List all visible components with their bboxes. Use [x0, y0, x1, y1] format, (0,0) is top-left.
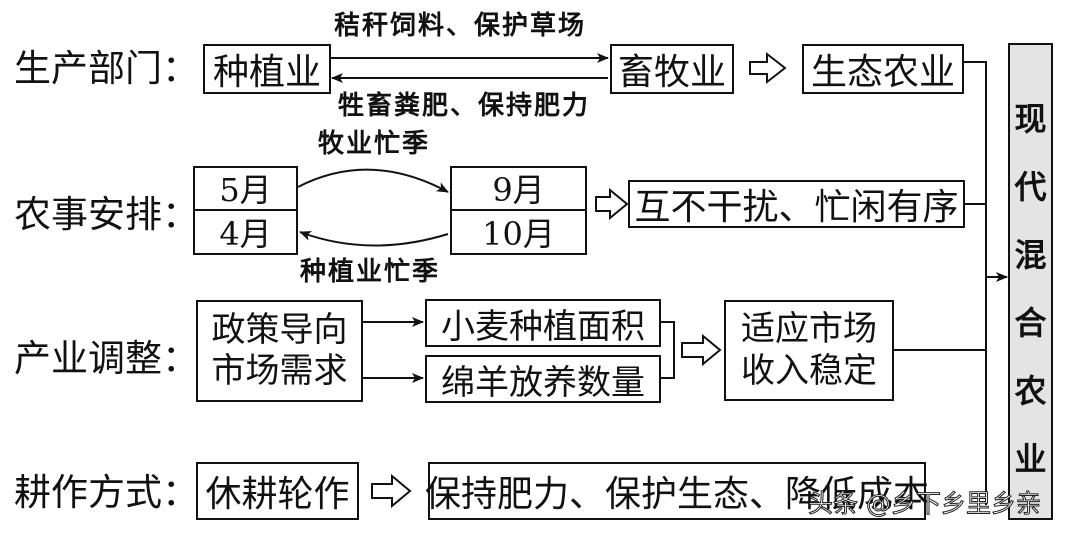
node-eco-agriculture: 生态农业	[802, 44, 964, 94]
node-no-interference: 互不干扰、忙闲有序	[628, 180, 965, 228]
arrow-oct-to-april	[299, 231, 449, 247]
node-modern-mixed-agriculture: 现 代 混 合 农 业	[1008, 43, 1053, 520]
row-label-schedule: 农事安排：	[14, 193, 199, 236]
final-char: 合	[1014, 303, 1047, 342]
node-market-fit: 适应市场 收入稳定	[724, 300, 894, 401]
node-sheep-count: 绵羊放养数量	[425, 355, 661, 403]
row-label-farming-method: 耕作方式：	[14, 471, 199, 514]
node-benefits: 保持肥力、保护生态、降低成本	[425, 462, 929, 520]
final-char: 混	[1014, 235, 1047, 274]
final-char: 业	[1014, 439, 1047, 478]
month-september: 9月	[452, 168, 585, 211]
final-char: 农	[1014, 371, 1047, 410]
edge-label-manure: 牲畜粪肥、保持肥力	[338, 91, 591, 121]
node-fallow-rotation: 休耕轮作	[196, 462, 359, 520]
arrow-may-to-sept	[297, 168, 449, 193]
watermark: 头条 @乡下乡里乡亲	[808, 489, 1042, 519]
result-stable-income: 收入稳定	[741, 350, 877, 391]
node-drivers: 政策导向 市场需求	[196, 300, 363, 402]
driver-market-demand: 市场需求	[211, 351, 348, 391]
node-livestock: 畜牧业	[610, 44, 734, 94]
driver-policy: 政策导向	[211, 309, 348, 350]
result-adapt-market: 适应市场	[741, 309, 877, 350]
month-october: 10月	[482, 214, 555, 253]
hollow-arrow-icon	[749, 51, 787, 85]
edge-label-crop-busy: 种植业忙季	[300, 257, 441, 287]
final-char: 代	[1014, 167, 1047, 206]
months-left: 5月 4月	[193, 166, 298, 255]
months-right: 9月 10月	[450, 166, 587, 255]
final-char: 现	[1014, 99, 1047, 138]
node-crop-farming: 种植业	[203, 44, 331, 94]
edge-label-livestock-busy: 牧业忙季	[318, 129, 431, 159]
month-april: 4月	[219, 214, 272, 253]
row-label-industry-adjust: 产业调整：	[14, 337, 199, 380]
connector-eco-agri	[964, 61, 987, 505]
node-wheat-area: 小麦种植面积	[425, 299, 661, 347]
row-label-production: 生产部门：	[14, 47, 199, 90]
bracket-targets	[661, 321, 675, 379]
hollow-arrow-icon	[371, 473, 412, 509]
hollow-arrow-icon	[595, 187, 629, 221]
month-may: 5月	[195, 168, 296, 211]
hollow-arrow-icon	[681, 333, 722, 367]
edge-label-straw-feed: 秸秆饲料、保护草场	[334, 11, 587, 41]
